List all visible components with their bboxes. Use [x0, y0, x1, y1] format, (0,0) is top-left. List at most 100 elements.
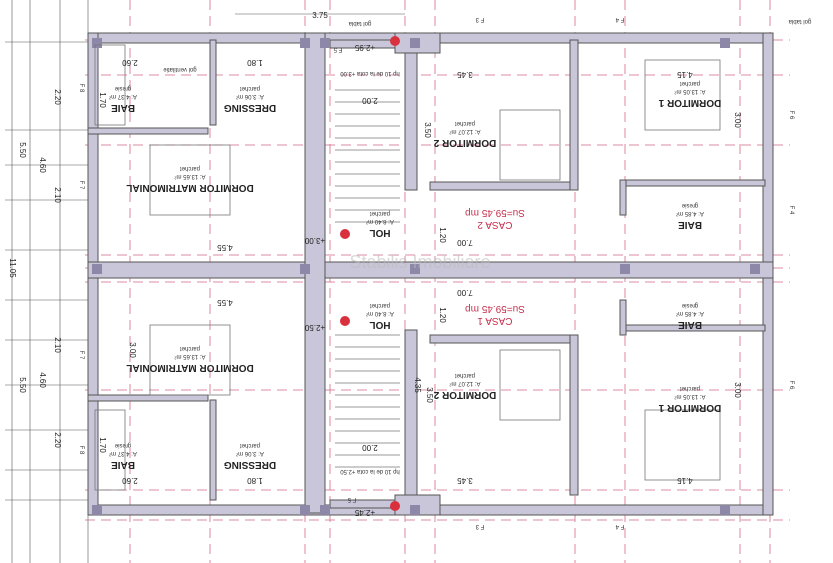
wall-hatch — [300, 505, 310, 515]
dimension-label: 1.20 — [438, 227, 447, 243]
wall — [87, 261, 774, 279]
room-floor: gresie — [114, 442, 131, 448]
dimension-label: 2.20 — [53, 432, 62, 448]
window-label: F 3 — [475, 16, 484, 22]
furniture — [94, 409, 126, 491]
wall-hatch — [720, 38, 730, 48]
wall — [87, 394, 209, 402]
room-area: A: 13.05 m² — [674, 88, 705, 94]
room-area: A: 8.40 m² — [366, 310, 394, 316]
annotation: hp 10 de la cota +2.50 — [340, 468, 400, 474]
wall — [404, 39, 418, 191]
dimension-label: 7.00 — [457, 238, 473, 247]
dimension-label: 2.10 — [53, 337, 62, 353]
room-floor: parchet — [180, 165, 200, 171]
dimension-label: 1.70 — [98, 437, 107, 453]
room-floor: parchet — [680, 385, 700, 391]
furniture — [149, 144, 231, 216]
window-label: F 8 — [78, 84, 84, 93]
wall-hatch — [320, 38, 330, 48]
room-floor: parchet — [180, 345, 200, 351]
furniture — [94, 44, 126, 126]
room-name: BAIE — [678, 219, 702, 230]
annotation: gol tabla — [348, 20, 371, 26]
wall-hatch — [300, 38, 310, 48]
room-name: DRESSING — [224, 459, 276, 470]
level-marker-icon — [340, 229, 350, 239]
dimension-label: 2.00 — [362, 96, 378, 105]
dimension-label: 3.00 — [733, 112, 742, 128]
room-area: A: 13.65 m² — [174, 173, 205, 179]
wall-hatch — [750, 264, 760, 274]
dimension-label: 4.15 — [677, 476, 693, 485]
wall-hatch — [300, 264, 310, 274]
annotation: hp 10 de la cota +3.00 — [340, 70, 400, 76]
dimension-label: 3.50 — [425, 387, 434, 403]
room-floor: parchet — [455, 372, 475, 378]
dimension-label: 4.60 — [38, 372, 47, 388]
room-name: DORMITOR 1 — [658, 97, 721, 108]
dimension-label: 4.15 — [677, 70, 693, 79]
wall-hatch — [92, 38, 102, 48]
room-name: BAIE — [678, 319, 702, 330]
dimension-label: 3.00 — [128, 342, 137, 358]
room-name: DORMITOR MATRIMONIAL — [126, 182, 253, 193]
dimension-label: 4.55 — [217, 298, 233, 307]
level-marker-icon — [390, 36, 400, 46]
dimension-label: 1.80 — [247, 58, 263, 67]
room-name: BAIE — [111, 102, 135, 113]
dimension-label: 3.45 — [457, 70, 473, 79]
furniture — [149, 324, 231, 396]
dimension-label: 2.10 — [53, 187, 62, 203]
furniture — [499, 349, 561, 421]
wall — [404, 329, 418, 501]
room-floor: gresie — [114, 85, 131, 91]
furniture — [644, 59, 721, 131]
wall-hatch — [410, 505, 420, 515]
window-label: F 5 — [333, 46, 342, 52]
dimension-label: 2.60 — [122, 58, 138, 67]
room-name: BAIE — [111, 459, 135, 470]
window-label: F 4 — [615, 16, 624, 22]
dimension-label: 2.00 — [362, 443, 378, 452]
room-floor: parchet — [680, 80, 700, 86]
dimension-label: 1.20 — [438, 307, 447, 323]
window-label: F 6 — [788, 111, 794, 120]
window-label: F 6 — [788, 381, 794, 390]
room-name: DORMITOR 2 — [433, 389, 496, 400]
wall-hatch — [720, 505, 730, 515]
wall-hatch — [410, 38, 420, 48]
unit-name: CASA 2 — [477, 219, 512, 230]
room-area: A: 12.07 m² — [449, 380, 480, 386]
window-label: F 7 — [78, 351, 84, 360]
wall — [619, 179, 627, 216]
wall — [87, 127, 209, 135]
room-floor: parchet — [240, 442, 260, 448]
dimension-label: 2.60 — [122, 476, 138, 485]
level-marker-icon — [340, 316, 350, 326]
wall — [619, 179, 766, 187]
furniture — [499, 109, 561, 181]
wall — [429, 334, 571, 344]
room-area: A: 4.85 m² — [676, 210, 704, 216]
level-marker-icon — [390, 501, 400, 511]
room-name: HOL — [369, 227, 390, 238]
room-area: A: 3.06 m² — [236, 450, 264, 456]
room-floor: parchet — [240, 85, 260, 91]
dimension-label: 5.50 — [18, 142, 27, 158]
window-label: F 8 — [78, 446, 84, 455]
wall — [569, 39, 579, 191]
room-area: A: 4.37 m² — [109, 450, 137, 456]
window-label: F 3 — [475, 523, 484, 529]
room-floor: parchet — [370, 302, 390, 308]
level-mark: +3.00 — [304, 236, 325, 245]
annotation: gol tabla — [788, 18, 811, 24]
room-name: DORMITOR 1 — [658, 402, 721, 413]
room-name: DRESSING — [224, 102, 276, 113]
room-name: DORMITOR MATRIMONIAL — [126, 362, 253, 373]
room-area: A: 4.85 m² — [676, 310, 704, 316]
wall-hatch — [410, 264, 420, 274]
unit-area: Su=59.45 mp — [465, 303, 525, 314]
wall — [209, 39, 217, 126]
